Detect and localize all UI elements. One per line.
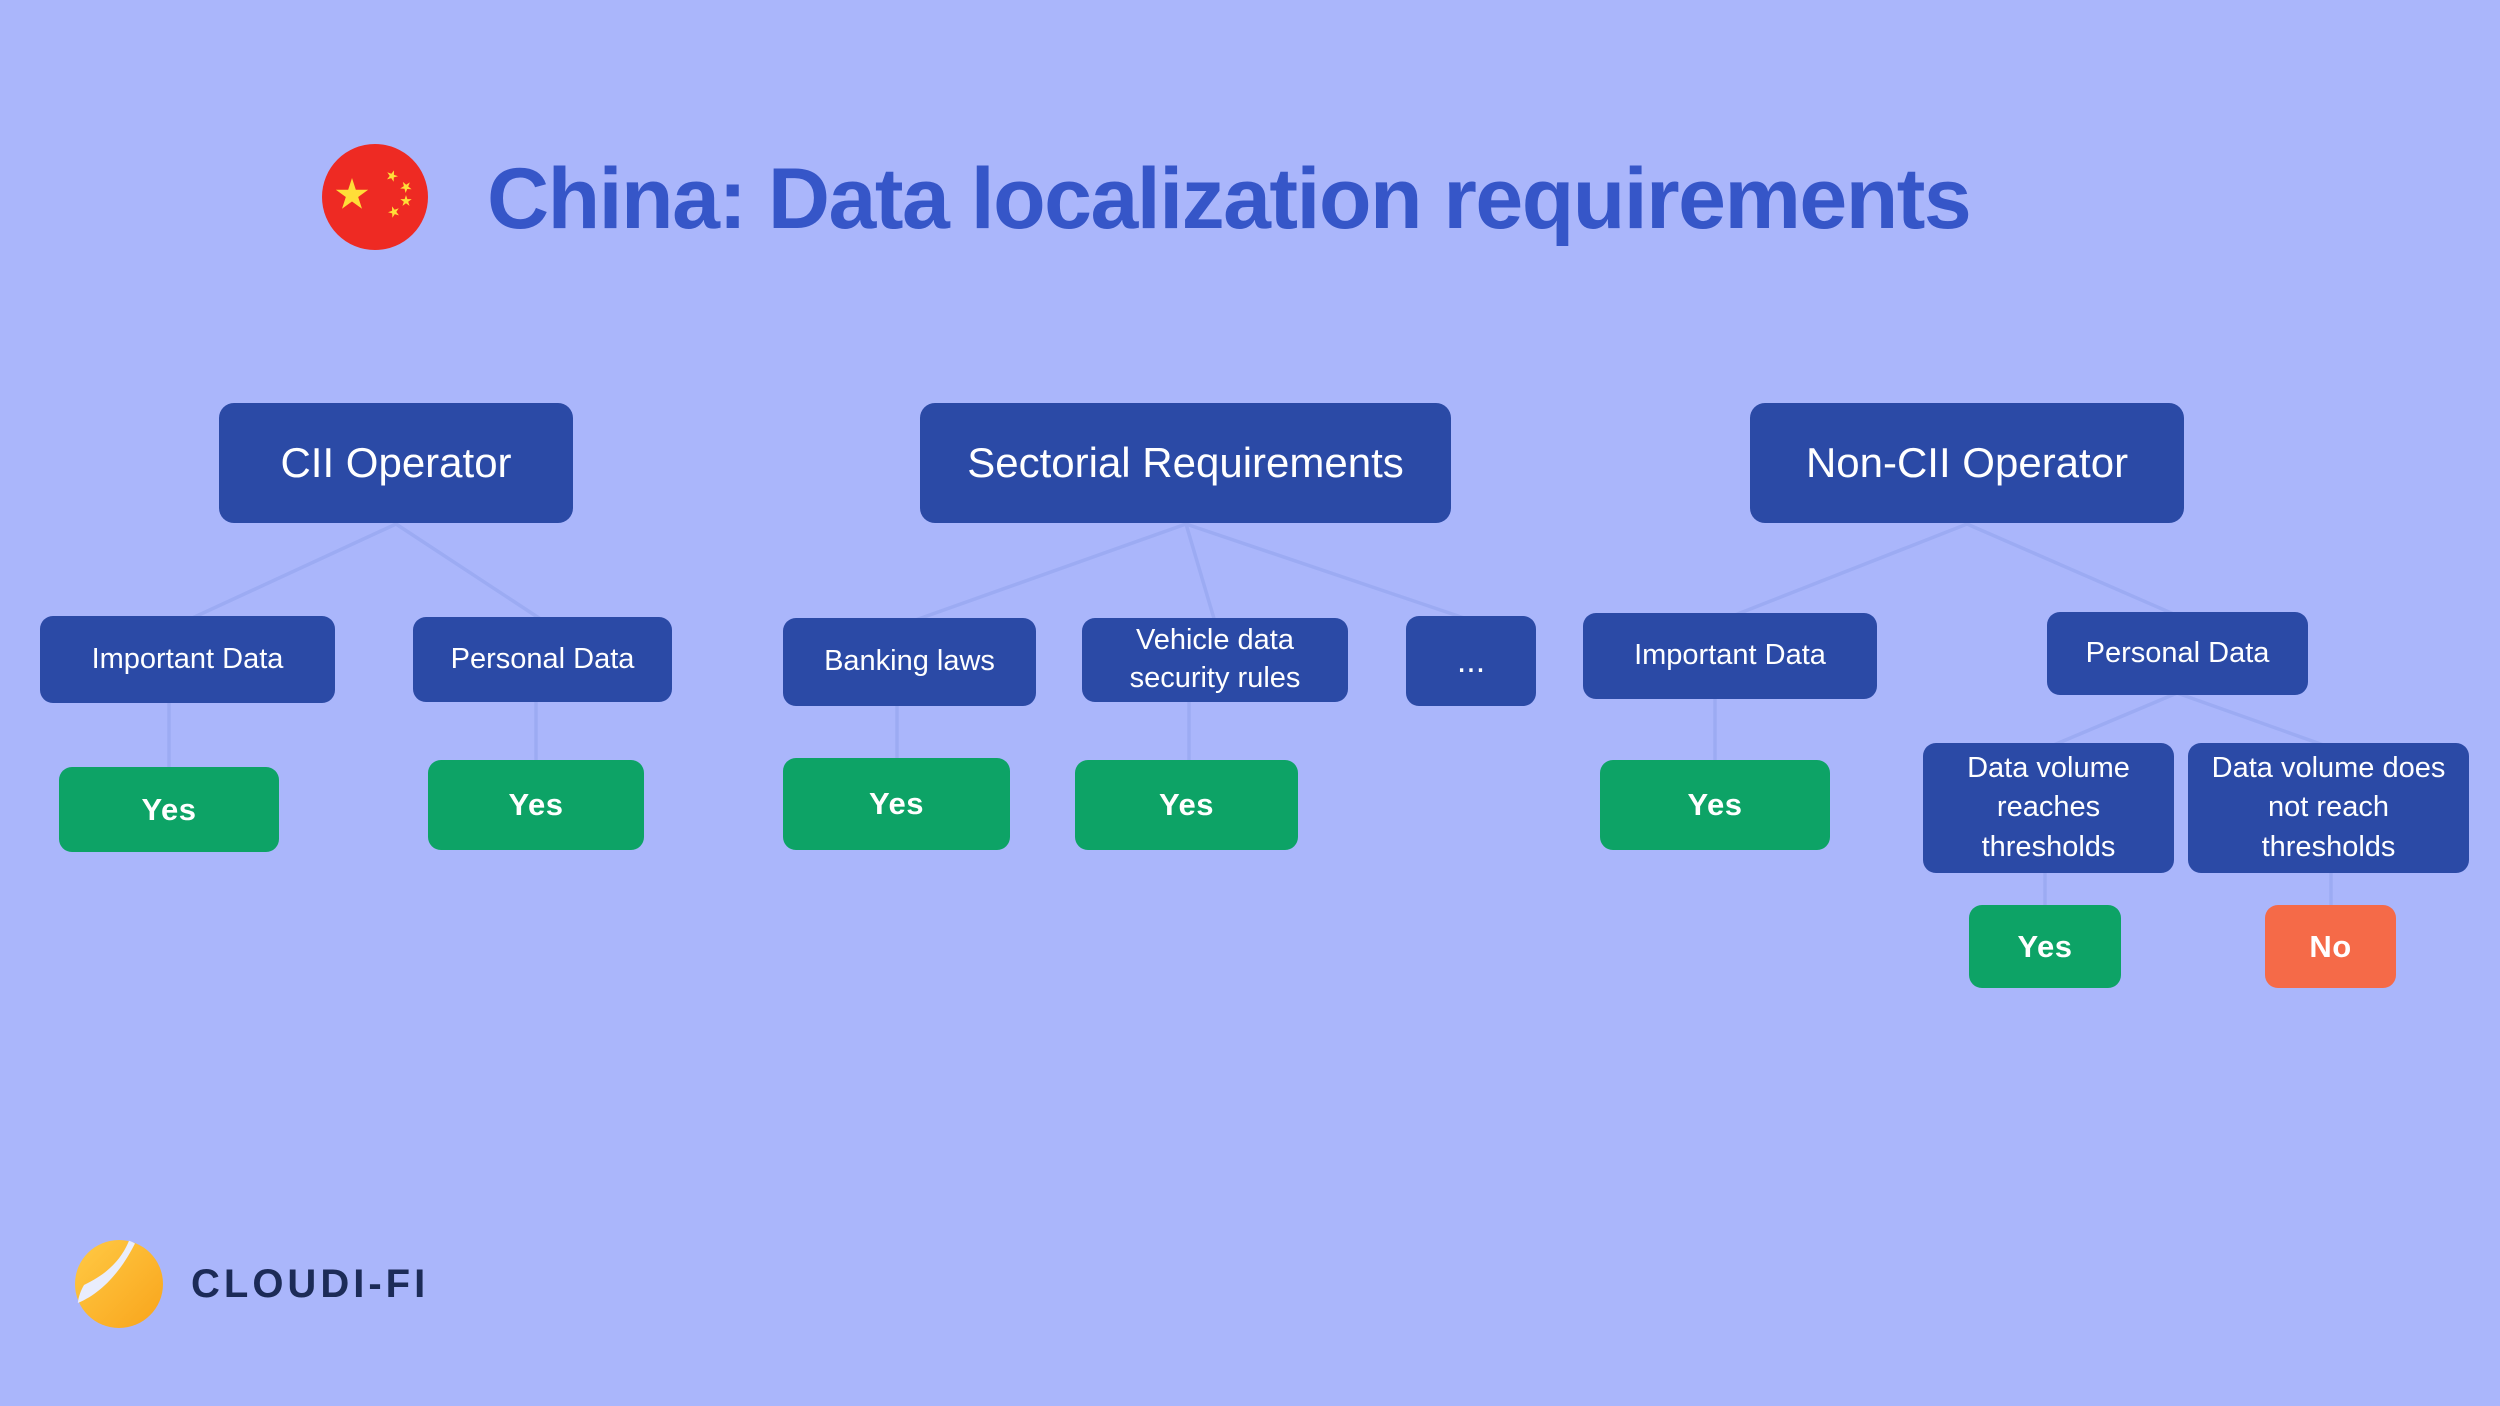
- node-non-cii-operator: Non-CII Operator: [1750, 403, 2184, 523]
- china-flag-icon: [322, 144, 428, 250]
- brand-lockup: CLOUDI-FI: [75, 1240, 429, 1328]
- page-title: China: Data localization requirements: [487, 150, 1972, 247]
- node-cii-operator: CII Operator: [219, 403, 573, 523]
- outcome-yes-badge: Yes: [1969, 905, 2121, 988]
- outcome-yes-badge: Yes: [1600, 760, 1830, 850]
- node-personal-data-noncii: Personal Data: [2047, 612, 2308, 695]
- node-data-volume-reaches-thresholds: Data volume reaches thresholds: [1923, 743, 2174, 873]
- outcome-yes-badge: Yes: [59, 767, 279, 852]
- outcome-no-badge: No: [2265, 905, 2396, 988]
- node-sectorial-requirements: Sectorial Requirements: [920, 403, 1451, 523]
- node-data-volume-does-not-reach-thresholds: Data volume does not reach thresholds: [2188, 743, 2469, 873]
- node-important-data-noncii: Important Data: [1583, 613, 1877, 699]
- node-personal-data-cii: Personal Data: [413, 617, 672, 702]
- node-banking-laws: Banking laws: [783, 618, 1036, 706]
- outcome-yes-badge: Yes: [428, 760, 644, 850]
- outcome-yes-badge: Yes: [1075, 760, 1298, 850]
- node-important-data-cii: Important Data: [40, 616, 335, 703]
- brand-name: CLOUDI-FI: [191, 1261, 430, 1306]
- node-vehicle-data-security-rules: Vehicle data security rules: [1082, 618, 1348, 702]
- cloudifi-logo-icon: [75, 1240, 163, 1328]
- node-ellipsis: ...: [1406, 616, 1536, 706]
- outcome-yes-badge: Yes: [783, 758, 1010, 850]
